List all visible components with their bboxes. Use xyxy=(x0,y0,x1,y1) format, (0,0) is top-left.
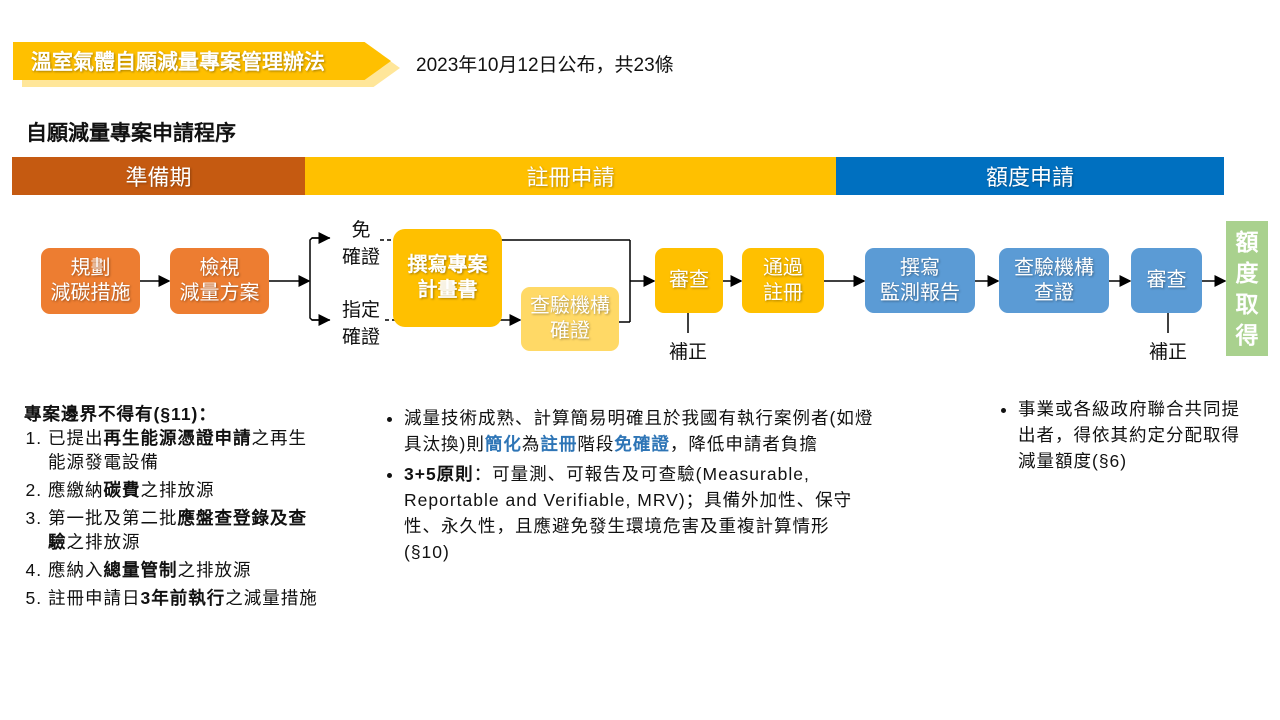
list-item: 應繳納碳費之排放源 xyxy=(48,478,324,502)
text-segment: 已提出 xyxy=(48,428,104,448)
step-review-registration: 審查 xyxy=(655,248,723,313)
text-segment: 階段 xyxy=(577,434,615,454)
step-text: 通過 xyxy=(763,256,803,279)
right-list: 事業或各級政府聯合共同提出者，得依其約定分配取得減量額度(§6) xyxy=(998,396,1250,474)
middle-list: 減量技術成熟、計算簡易明確且於我國有執行案例者(如燈具汰換)則簡化為註冊階段免確… xyxy=(384,405,874,565)
step-text: 規劃 xyxy=(70,257,111,279)
step-text: 查驗機構 xyxy=(1014,256,1094,279)
list-item: 事業或各級政府聯合共同提出者，得依其約定分配取得減量額度(§6) xyxy=(1018,396,1250,474)
middle-notes: 減量技術成熟、計算簡易明確且於我國有執行案例者(如燈具汰換)則簡化為註冊階段免確… xyxy=(384,405,874,569)
step-text: 撰寫專案 xyxy=(407,254,488,276)
step-text: 額 xyxy=(1235,228,1259,255)
list-item: 第一批及第二批應盤查登錄及查驗之排放源 xyxy=(48,506,324,554)
text-segment: 應納入 xyxy=(48,560,104,580)
step-write-project-plan: 撰寫專案計畫書 xyxy=(393,229,502,327)
label-text: 確證 xyxy=(341,247,380,268)
label-text: 指定 xyxy=(341,300,380,321)
step-monitoring-report: 撰寫監測報告 xyxy=(865,248,975,313)
boundary-exclusions: 專案邊界不得有(§11)： 已提出再生能源憑證申請之再生能源發電設備應繳納碳費之… xyxy=(24,402,324,614)
text-segment: 3年前執行 xyxy=(140,588,226,608)
step-text: 得 xyxy=(1235,321,1259,348)
step-review-plan: 檢視減量方案 xyxy=(170,248,269,314)
text-segment: 為 xyxy=(521,434,541,454)
text-segment: 再生能源憑證申請 xyxy=(103,428,252,448)
step-registration-passed: 通過註冊 xyxy=(742,248,824,313)
text-segment: 應繳納 xyxy=(48,480,104,500)
step-text: 計畫書 xyxy=(417,279,478,301)
text-segment: ：可量測、可報告及可查驗(Measurable, Reportable and … xyxy=(404,464,853,562)
title-banner: 溫室氣體自願減量專案管理辦法 xyxy=(13,42,391,80)
list-item: 已提出再生能源憑證申請之再生能源發電設備 xyxy=(48,426,324,474)
step-text: 監測報告 xyxy=(880,281,960,304)
text-segment: 事業或各級政府聯合共同提出者，得依其約定分配取得減量額度(§6) xyxy=(1018,399,1240,471)
text-segment: 之再生能源發電設備 xyxy=(48,428,307,472)
step-text: 取 xyxy=(1235,290,1259,317)
list-item: 註冊申請日3年前執行之減量措施 xyxy=(48,586,324,610)
step-validation-body: 查驗機構確證 xyxy=(521,287,619,351)
step-verification-body: 查驗機構查證 xyxy=(999,248,1109,313)
text-segment: 之排放源 xyxy=(177,560,252,580)
text-segment: 之排放源 xyxy=(66,532,141,552)
text-segment: 簡化 xyxy=(484,434,522,454)
label-correction-1: 補正 xyxy=(668,342,707,363)
list-item: 3+5原則：可量測、可報告及可查驗(Measurable, Reportable… xyxy=(404,461,874,565)
step-text: 減碳措施 xyxy=(50,282,131,304)
step-text: 確證 xyxy=(550,320,590,342)
text-segment: 第一批及第二批 xyxy=(48,508,178,528)
date-note: 2023年10月12日公布，共23條 xyxy=(416,55,674,76)
text-segment: 總量管制 xyxy=(103,560,178,580)
label-exempt-validation: 免確證 xyxy=(336,217,386,271)
text-segment: 應盤查登錄及查驗 xyxy=(48,508,307,552)
banner-title: 溫室氣體自願減量專案管理辦法 xyxy=(31,51,325,74)
text-segment: 減量技術成熟、計算簡易明確且於我國有執行案例者(如燈具汰換)則 xyxy=(404,408,874,454)
step-credit-obtained: 額度取得 xyxy=(1226,221,1268,356)
label-text: 確證 xyxy=(341,327,380,348)
text-segment: ，降低申請者負擔 xyxy=(669,434,818,454)
text-segment: 之減量措施 xyxy=(225,588,318,608)
label-designated-validation: 指定確證 xyxy=(336,297,386,351)
phase-preparation: 準備期 xyxy=(12,157,305,195)
step-text: 度 xyxy=(1235,259,1259,286)
step-review-credit: 審查 xyxy=(1131,248,1202,313)
step-text: 撰寫 xyxy=(900,256,940,279)
text-segment: 之排放源 xyxy=(140,480,215,500)
list-item: 減量技術成熟、計算簡易明確且於我國有執行案例者(如燈具汰換)則簡化為註冊階段免確… xyxy=(404,405,874,457)
step-text: 查驗機構 xyxy=(530,295,610,317)
step-plan-measures: 規劃減碳措施 xyxy=(41,248,140,314)
step-text: 減量方案 xyxy=(179,282,260,304)
text-segment: 註冊 xyxy=(540,434,578,454)
step-text: 檢視 xyxy=(199,257,240,279)
label-correction-2: 補正 xyxy=(1148,342,1187,363)
phase-registration: 註冊申請 xyxy=(305,157,836,195)
step-text: 查證 xyxy=(1034,281,1074,304)
text-segment: 免確證 xyxy=(614,434,670,454)
section-heading: 自願減量專案申請程序 xyxy=(26,122,236,145)
label-text: 免 xyxy=(351,220,371,241)
step-text: 註冊 xyxy=(763,281,803,304)
right-notes: 事業或各級政府聯合共同提出者，得依其約定分配取得減量額度(§6) xyxy=(998,396,1250,478)
text-segment: 3+5原則 xyxy=(404,464,474,484)
phase-credit: 額度申請 xyxy=(836,157,1224,195)
text-segment: 碳費 xyxy=(103,480,141,500)
boundary-list: 已提出再生能源憑證申請之再生能源發電設備應繳納碳費之排放源第一批及第二批應盤查登… xyxy=(24,426,324,610)
list-item: 應納入總量管制之排放源 xyxy=(48,558,324,582)
boundary-title: 專案邊界不得有(§11)： xyxy=(24,404,217,424)
text-segment: 註冊申請日 xyxy=(48,588,141,608)
